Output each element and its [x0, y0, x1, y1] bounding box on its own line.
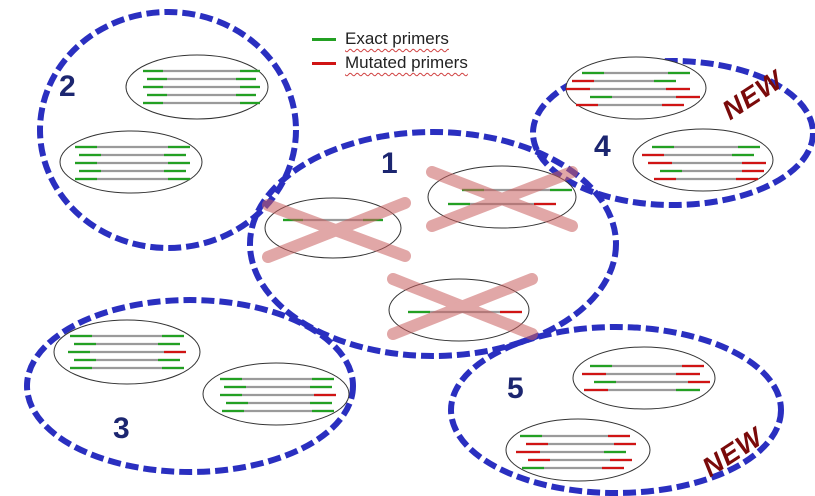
group-4-cluster-b	[632, 128, 774, 192]
group-number-2: 2	[59, 70, 76, 103]
legend-label-mutated: Mutated primers	[345, 53, 468, 72]
legend-item-exact: Exact primers	[312, 27, 468, 51]
legend: Exact primers Mutated primers	[312, 27, 468, 75]
group-5-boundary	[448, 324, 784, 496]
group-1-cluster-bottom-crossed	[387, 273, 538, 342]
group-number-5: 5	[507, 372, 524, 405]
group-4-boundary	[530, 58, 815, 208]
group-5-cluster-a	[572, 346, 716, 410]
legend-item-mutated: Mutated primers	[312, 51, 468, 75]
exact-primer-swatch	[312, 37, 336, 41]
group-number-3: 3	[113, 412, 130, 445]
group-1-boundary	[247, 129, 619, 359]
group-1-cluster-left-crossed	[262, 197, 411, 263]
group-2-cluster-b	[59, 130, 203, 194]
cross-out-mark	[426, 166, 578, 232]
cross-out-mark	[387, 273, 538, 340]
group-5-cluster-b	[505, 418, 651, 482]
group-number-4: 4	[594, 130, 611, 163]
group-number-1: 1	[381, 147, 398, 180]
group-4-cluster-a	[565, 56, 707, 120]
group-3-cluster-b	[202, 362, 350, 426]
cross-out-mark	[262, 197, 411, 263]
group-1-cluster-top-right-crossed	[426, 165, 578, 232]
group-3-cluster-a	[53, 319, 201, 385]
group-2-boundary	[37, 9, 299, 251]
legend-label-exact: Exact primers	[345, 29, 449, 48]
group-2-cluster-a	[125, 54, 269, 120]
mutated-primer-swatch	[312, 61, 336, 65]
group-3-boundary	[24, 297, 356, 475]
